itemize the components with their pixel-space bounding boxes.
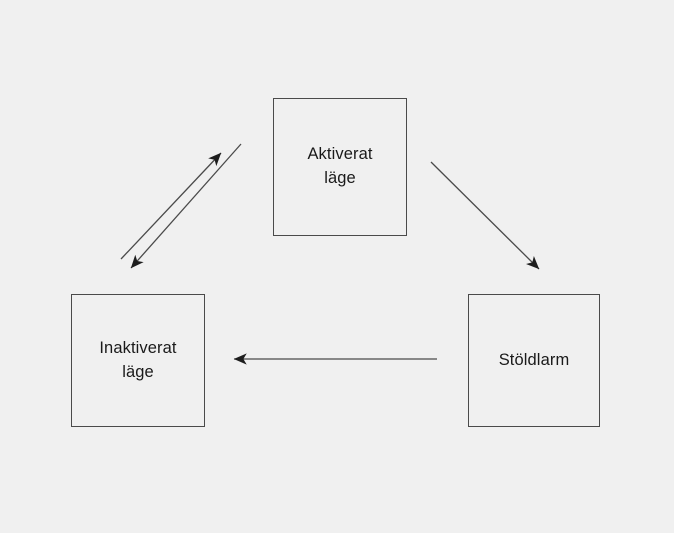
edge-aktiverat-to-inaktiverat (130, 143, 242, 269)
edge-inaktiverat-to-aktiverat (120, 152, 222, 260)
state-node-aktiverat: Aktiverat läge (273, 98, 407, 236)
state-node-stoldlarm-label: Stöldlarm (498, 350, 570, 369)
state-node-aktiverat-label: Aktiverat läge (307, 145, 373, 187)
state-node-inaktiverat-label: Inaktiverat läge (99, 338, 177, 381)
state-node-inaktiverat: Inaktiverat läge (71, 294, 205, 427)
state-node-stoldlarm: Stöldlarm (468, 294, 600, 427)
edge-aktiverat-to-stoldlarm (430, 161, 540, 270)
